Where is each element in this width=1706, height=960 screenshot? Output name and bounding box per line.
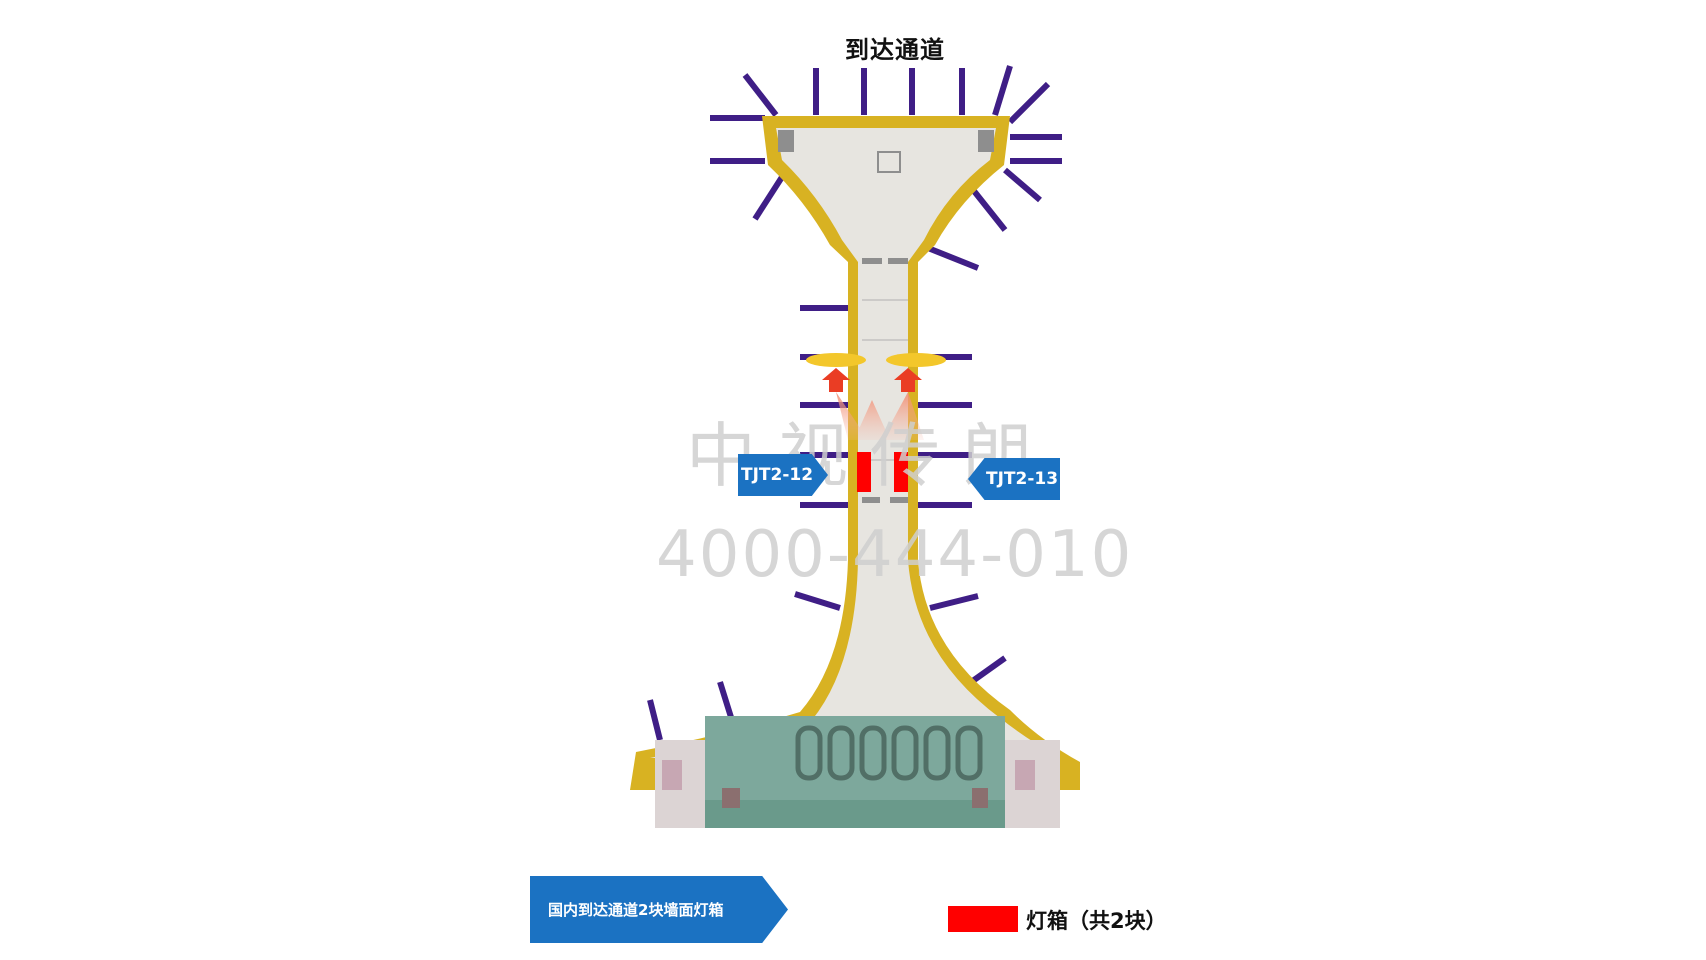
- entry-caps: [806, 353, 946, 367]
- description-banner: 国内到达通道2块墙面灯箱: [530, 876, 788, 943]
- flow-arrows: [822, 368, 922, 392]
- watermark-phone: 4000-444-010: [656, 518, 1134, 592]
- fixtures: [778, 130, 994, 503]
- corridor-outline: [630, 116, 1080, 790]
- legend-swatch: [948, 906, 1018, 932]
- terminal-building: [655, 716, 1060, 828]
- corridor-floor: [650, 128, 1060, 758]
- light-box-left: [857, 452, 871, 492]
- tag-tjt2-12: TJT2-12: [738, 454, 828, 496]
- map-title: 到达通道: [845, 36, 945, 64]
- light-box-right: [894, 452, 908, 492]
- tag-tjt2-13: TJT2-13: [968, 458, 1060, 500]
- baggage-carousels: [795, 725, 983, 781]
- flow-glow: [836, 392, 924, 440]
- legend-label: 灯箱（共2块）: [1026, 909, 1167, 933]
